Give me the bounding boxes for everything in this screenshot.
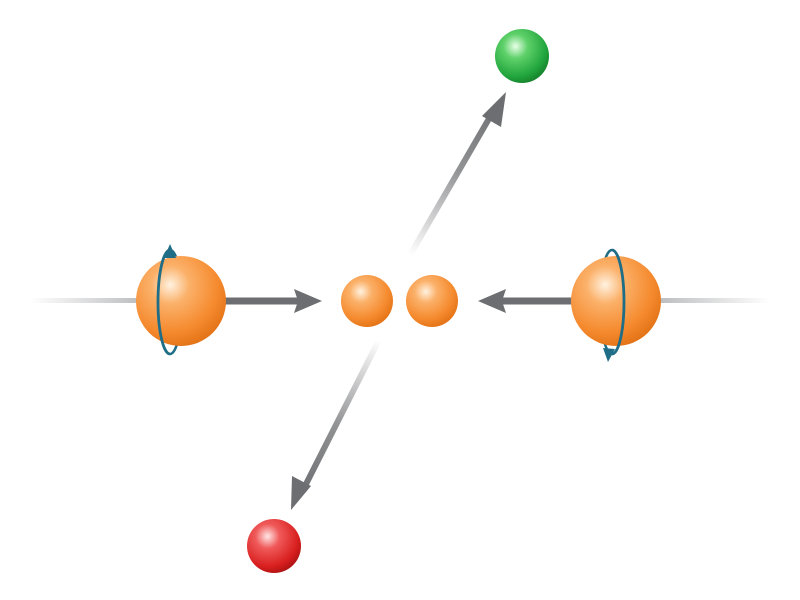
red-sphere-icon (247, 519, 301, 573)
orange-sphere-icon (571, 256, 661, 346)
upward-arrow-to-green (407, 92, 506, 257)
left-arrow-head (294, 289, 322, 313)
right-beam-line (650, 298, 770, 303)
orange-sphere-icon (341, 275, 393, 327)
downward-arrow-to-red (291, 340, 381, 510)
spin-arrow-icon (611, 248, 626, 356)
right-particle (478, 248, 661, 362)
spin-arrow-icon (156, 248, 171, 356)
left-particle (136, 244, 322, 356)
orange-sphere-icon (406, 275, 458, 327)
orange-sphere-icon (136, 256, 226, 346)
center-pair (341, 275, 458, 327)
green-sphere-icon (495, 29, 549, 83)
right-arrow-head (478, 289, 506, 313)
left-beam-line (30, 298, 150, 303)
